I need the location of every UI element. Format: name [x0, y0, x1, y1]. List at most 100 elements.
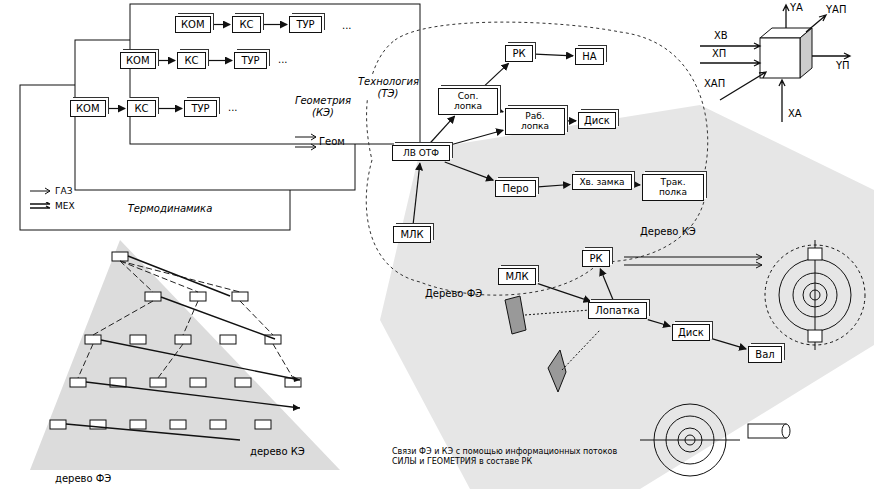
flow-arrow [452, 130, 503, 144]
box-label: КОМ [126, 55, 150, 66]
element-box: КС [232, 16, 261, 33]
illustration-stroke [210, 420, 226, 429]
text-label: дерево ФЭ [55, 473, 111, 484]
illustration-stroke [70, 378, 86, 387]
element-box: Перо [495, 180, 536, 197]
flow-arrow [158, 60, 175, 61]
flow-arrow [213, 24, 230, 25]
element-box: НА [575, 48, 604, 65]
element-box: Диск [578, 112, 616, 129]
illustration-stroke [748, 424, 790, 438]
illustration-stroke [812, 53, 850, 59]
text-label: YАП [826, 4, 846, 15]
element-box: ТУР [184, 100, 217, 117]
flow-arrow [634, 184, 640, 186]
flow-arrow [567, 120, 576, 121]
box-label: КОМ [181, 19, 205, 30]
illustration-stroke [130, 335, 146, 344]
legend-line-sample [30, 187, 52, 195]
flow-arrow [108, 108, 125, 109]
box-label: ТУР [190, 103, 211, 114]
text-label: Геом [319, 136, 345, 147]
box-label: Лопатка [594, 305, 641, 316]
illustration-stroke [93, 301, 273, 335]
illustration-stroke [220, 335, 236, 344]
flow-arrow [538, 185, 570, 187]
flow-arrow [600, 269, 613, 300]
illustration-stroke [85, 335, 101, 344]
text-label: YА [790, 2, 803, 13]
illustration-stroke [779, 80, 785, 122]
illustration-stroke [150, 378, 166, 387]
illustration-stroke [66, 256, 300, 440]
illustration-stroke [30, 240, 340, 470]
box-label: КС [238, 19, 255, 30]
flow-arrow [484, 63, 509, 86]
box-label: Хв. замка [578, 177, 626, 187]
box-label: Раб. лопка [511, 111, 559, 132]
text-label: ... [342, 20, 352, 31]
element-box: КС [127, 100, 156, 117]
illustration-stroke [720, 72, 766, 100]
illustration-stroke [293, 376, 300, 411]
element-box: Соп. лопка [438, 88, 498, 115]
legend-row: ГАЗ [30, 186, 72, 196]
layer-sheet-outline [130, 4, 420, 144]
element-box: ЛВ ОТФ [392, 145, 450, 161]
element-box: МЛК [498, 268, 536, 285]
illustration-stroke [112, 252, 128, 261]
text-label: XА [788, 108, 802, 119]
illustration-stroke [800, 28, 812, 78]
illustration-stroke [66, 256, 300, 440]
figure-caption: Связи ФЭ и КЭ с помощью информационных п… [392, 447, 632, 466]
flow-arrow [712, 339, 746, 349]
flow-arrow [430, 116, 455, 143]
flow-arrow [158, 108, 182, 109]
illustration-stroke [525, 310, 600, 370]
flow-arrow [413, 163, 420, 224]
box-label: МЛК [504, 271, 530, 282]
element-box: Раб. лопка [505, 108, 565, 135]
box-label: ТУР [240, 55, 261, 66]
box-label: Перо [501, 183, 530, 194]
flow-arrow [208, 60, 232, 61]
illustration-stroke [78, 344, 293, 378]
box-label: НА [581, 51, 598, 62]
illustration-stroke [295, 134, 316, 150]
flow-arrow [500, 110, 503, 112]
legend-line-sample [30, 202, 52, 210]
illustration-stroke [700, 5, 850, 122]
element-box: ТУР [234, 52, 267, 69]
illustration-stroke [624, 257, 762, 265]
element-box: РК [505, 45, 533, 62]
text-label: ... [278, 54, 288, 65]
illustration-stroke [748, 424, 786, 438]
illustration-stroke [311, 134, 316, 150]
legend-text: МЕХ [55, 201, 75, 211]
flow-arrow [535, 54, 573, 56]
sheet-title: Технология (ТЭ) [358, 76, 418, 99]
illustration-stroke [505, 296, 566, 392]
text-label: YП [836, 60, 850, 71]
box-label: КОМ [76, 103, 100, 114]
element-box: Лопатка [588, 302, 647, 319]
box-label: Диск [584, 115, 610, 126]
illustration-stroke [700, 43, 760, 49]
illustration-stroke [640, 404, 740, 476]
illustration-stroke [808, 248, 822, 342]
illustration-stroke [190, 378, 206, 387]
flow-arrow [445, 162, 493, 180]
text-label: Дерево КЭ [640, 226, 696, 237]
text-label: XАП [704, 78, 725, 89]
element-box: Диск [672, 324, 710, 341]
element-box: МЛК [393, 226, 431, 243]
box-label: КС [183, 55, 200, 66]
illustration-stroke [130, 420, 146, 429]
box-label: МЛК [399, 229, 425, 240]
illustration-stroke [783, 5, 789, 28]
illustration-stroke [50, 252, 301, 429]
box-label: Диск [678, 327, 704, 338]
box-label: Соп. лопка [444, 91, 492, 112]
text-label: XВ [714, 30, 728, 41]
